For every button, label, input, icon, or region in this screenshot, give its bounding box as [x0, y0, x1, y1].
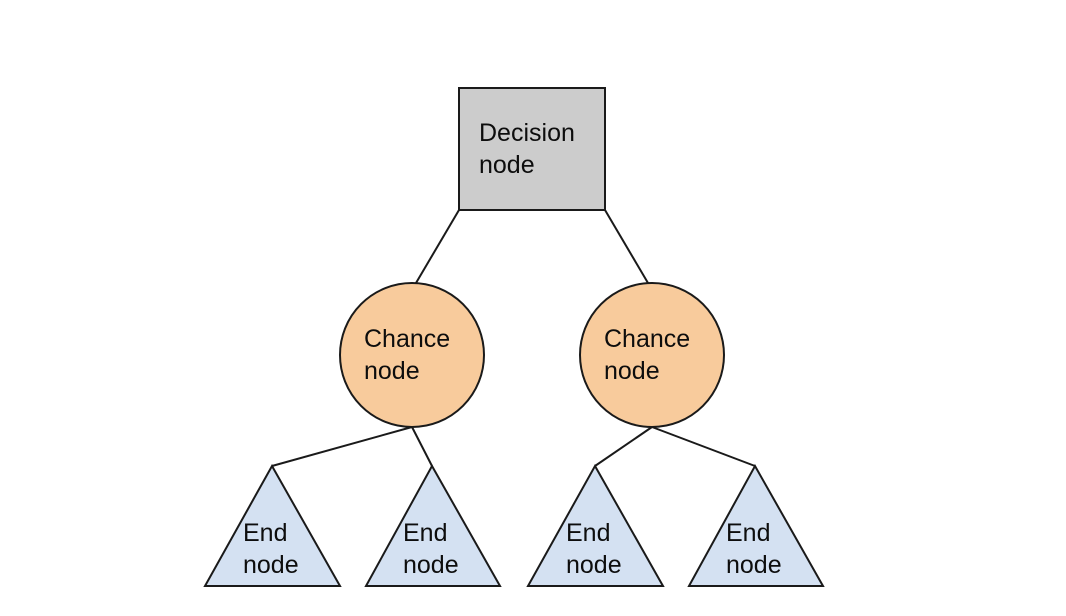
end-node-triangle[interactable] [203, 463, 342, 587]
end-node-3[interactable]: End node [526, 463, 665, 587]
end-node-label-line1: End [243, 519, 287, 547]
chance-node-label: Chance node [364, 325, 457, 385]
end-node-label: End node [403, 519, 459, 579]
end-node-2[interactable]: End node [364, 463, 502, 587]
end-node-triangle[interactable] [687, 463, 825, 587]
end-node-label-line2: node [243, 551, 299, 579]
edge-chance-2-to-end-3 [594, 426, 653, 467]
end-node-4[interactable]: End node [687, 463, 825, 587]
chance-node-label-line2: node [364, 357, 420, 385]
chance-node-circle[interactable] [339, 282, 485, 428]
chance-node-label-line1: Chance [364, 325, 450, 353]
end-node-label-line2: node [403, 551, 459, 579]
end-node-label-line1: End [566, 519, 610, 547]
end-node-label-line1: End [403, 519, 447, 547]
edge-decision-to-chance-2 [604, 209, 649, 284]
end-node-triangle[interactable] [364, 463, 502, 587]
decision-node-rect[interactable] [458, 87, 606, 211]
edge-chance-1-to-end-1 [271, 426, 413, 467]
decision-node[interactable]: Decision node [458, 87, 606, 211]
chance-node-label: Chance node [604, 325, 697, 385]
decision-node-label-line1: Decision [479, 119, 575, 147]
end-node-label: End node [566, 519, 622, 579]
edge-decision-to-chance-1 [415, 209, 460, 284]
end-node-triangle[interactable] [526, 463, 665, 587]
end-node-label-line2: node [566, 551, 622, 579]
chance-node-label-line1: Chance [604, 325, 690, 353]
edge-chance-1-to-end-2 [411, 426, 433, 467]
chance-node-circle[interactable] [579, 282, 725, 428]
edge-group [271, 209, 756, 467]
chance-node-2[interactable]: Chance node [579, 282, 725, 428]
chance-node-label-line2: node [604, 357, 660, 385]
end-node-1[interactable]: End node [203, 463, 342, 587]
decision-node-label-line2: node [479, 151, 535, 179]
end-node-label-line1: End [726, 519, 770, 547]
decision-node-label: Decision node [479, 119, 582, 179]
chance-node-1[interactable]: Chance node [339, 282, 485, 428]
end-node-label-line2: node [726, 551, 782, 579]
end-node-label: End node [243, 519, 299, 579]
end-node-label: End node [726, 519, 782, 579]
edge-chance-2-to-end-4 [651, 426, 756, 467]
